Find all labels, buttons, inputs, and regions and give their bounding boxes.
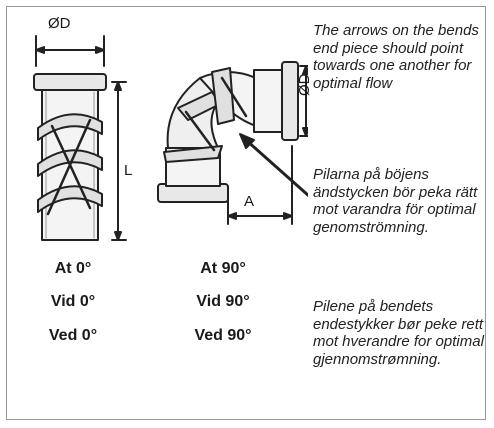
outer-diameter-label-side: ØD — [296, 73, 313, 97]
angle-label-ved-90: Ved 90° — [194, 327, 252, 344]
pipe-bend-illustration — [33, 35, 308, 241]
angle-label-at-0: At 0° — [54, 260, 92, 277]
length-label: L — [124, 162, 133, 179]
offset-label: A — [244, 193, 255, 210]
angle-label-vid-90: Vid 90° — [196, 293, 250, 310]
note-norwegian: Pilene på bendets endestykker bør peke r… — [313, 298, 484, 368]
angle-label-ved-0: Ved 0° — [48, 327, 98, 344]
note-english: The arrows on the bends end piece should… — [313, 22, 479, 92]
outer-diameter-label-top: ØD — [48, 15, 71, 32]
figure-frame — [6, 6, 486, 420]
note-swedish: Pilarna på böjens ändstycken bör peka rä… — [313, 166, 478, 236]
angle-label-vid-0: Vid 0° — [50, 293, 96, 310]
pipe-bend-90-degree — [157, 61, 299, 203]
pipe-0-degree — [33, 73, 107, 241]
angle-label-at-90: At 90° — [200, 260, 246, 277]
